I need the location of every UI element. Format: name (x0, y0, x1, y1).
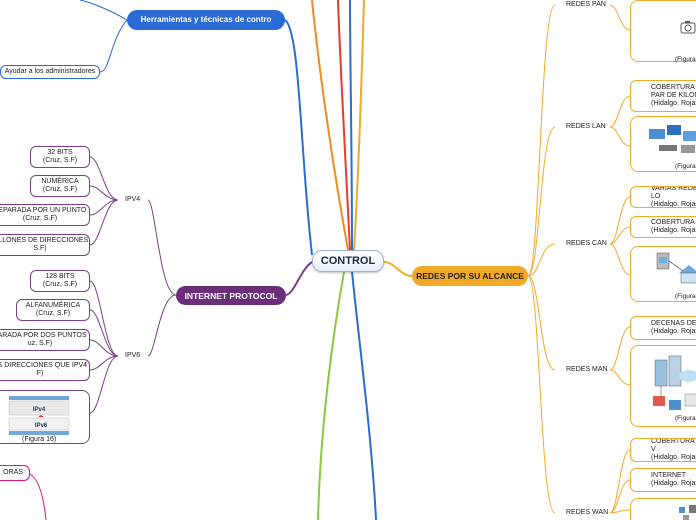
tools-node[interactable]: Herramientas y técnicas de contro (127, 10, 285, 30)
ipv4-item[interactable]: BILLONES DE DIRECCIONES S.F) (0, 234, 90, 256)
wan-figure[interactable] (630, 498, 696, 520)
pan-figure-caption: (Figura (675, 56, 696, 63)
ipv4-item[interactable]: 32 BITS (Cruz, S.F) (30, 146, 90, 168)
man-item[interactable]: DECENAS DE KI (Hidalgo. Rojas. (630, 316, 696, 340)
can-item[interactable]: COBERTURA DE (Hidalgo. Rojas. S (630, 216, 696, 238)
lan-item[interactable]: COBERTURA DE PAR DE KILOME (Hidalgo. Roj… (630, 80, 696, 112)
ipv4-item[interactable]: SEPARADA POR UN PUNTO (Cruz, S.F) (0, 204, 90, 226)
tools-child-node[interactable]: Ayudar a los administradores (0, 65, 100, 79)
ipv6-figure-caption: (Figura 16) (22, 436, 56, 443)
ipv6-item[interactable]: PARADA POR DOS PUNTOS uz, S.F) (0, 329, 90, 351)
ipv6-item[interactable]: AS DIRECCIONES QUE IPV4 F) (0, 359, 90, 381)
wan-item[interactable]: INTERNET (Hidalgo. Rojas. (630, 468, 696, 492)
pink-branch-node[interactable]: ORAS (0, 465, 30, 481)
group-label-man[interactable]: REDES MAN (566, 366, 608, 373)
camera-icon (631, 1, 696, 62)
ipv4-label[interactable]: IPV4 (125, 196, 140, 203)
group-label-pan[interactable]: REDES PAN (566, 1, 606, 8)
wan-item[interactable]: COBERTURA DE V (Hidalgo. Rojas. (630, 438, 696, 462)
ipv6-item[interactable]: 128 BITS (Cruz, S.F) (30, 270, 90, 292)
redes-alcance-node[interactable]: REDES POR SU ALCANCE (412, 266, 528, 286)
can-item[interactable]: VARIAS REDES LO (Hidalgo. Rojas. S (630, 186, 696, 208)
wan-network-image (631, 499, 696, 520)
center-node[interactable]: CONTROL (312, 250, 384, 272)
group-label-lan[interactable]: REDES LAN (566, 123, 606, 130)
ipv4-figure-text: IPv4 (33, 407, 46, 413)
ipv6-label[interactable]: IPV6 (125, 352, 140, 359)
man-figure-caption: (Figura (675, 415, 696, 422)
pan-figure[interactable] (630, 0, 696, 62)
ipv6-item[interactable]: ALFANUMÉRICA (Cruz, S.F) (16, 299, 90, 321)
can-figure-caption: (Figura (675, 293, 696, 300)
internet-protocol-node[interactable]: INTERNET PROTOCOL (176, 286, 286, 305)
group-label-can[interactable]: REDES CAN (566, 240, 607, 247)
lan-figure-caption: (Figura (675, 163, 696, 170)
ipv4-item[interactable]: NUMÉRICA (Cruz, S.F) (30, 175, 90, 197)
group-label-wan[interactable]: REDES WAN (566, 509, 608, 516)
ipv6-figure-text: IPv6 (35, 423, 48, 429)
